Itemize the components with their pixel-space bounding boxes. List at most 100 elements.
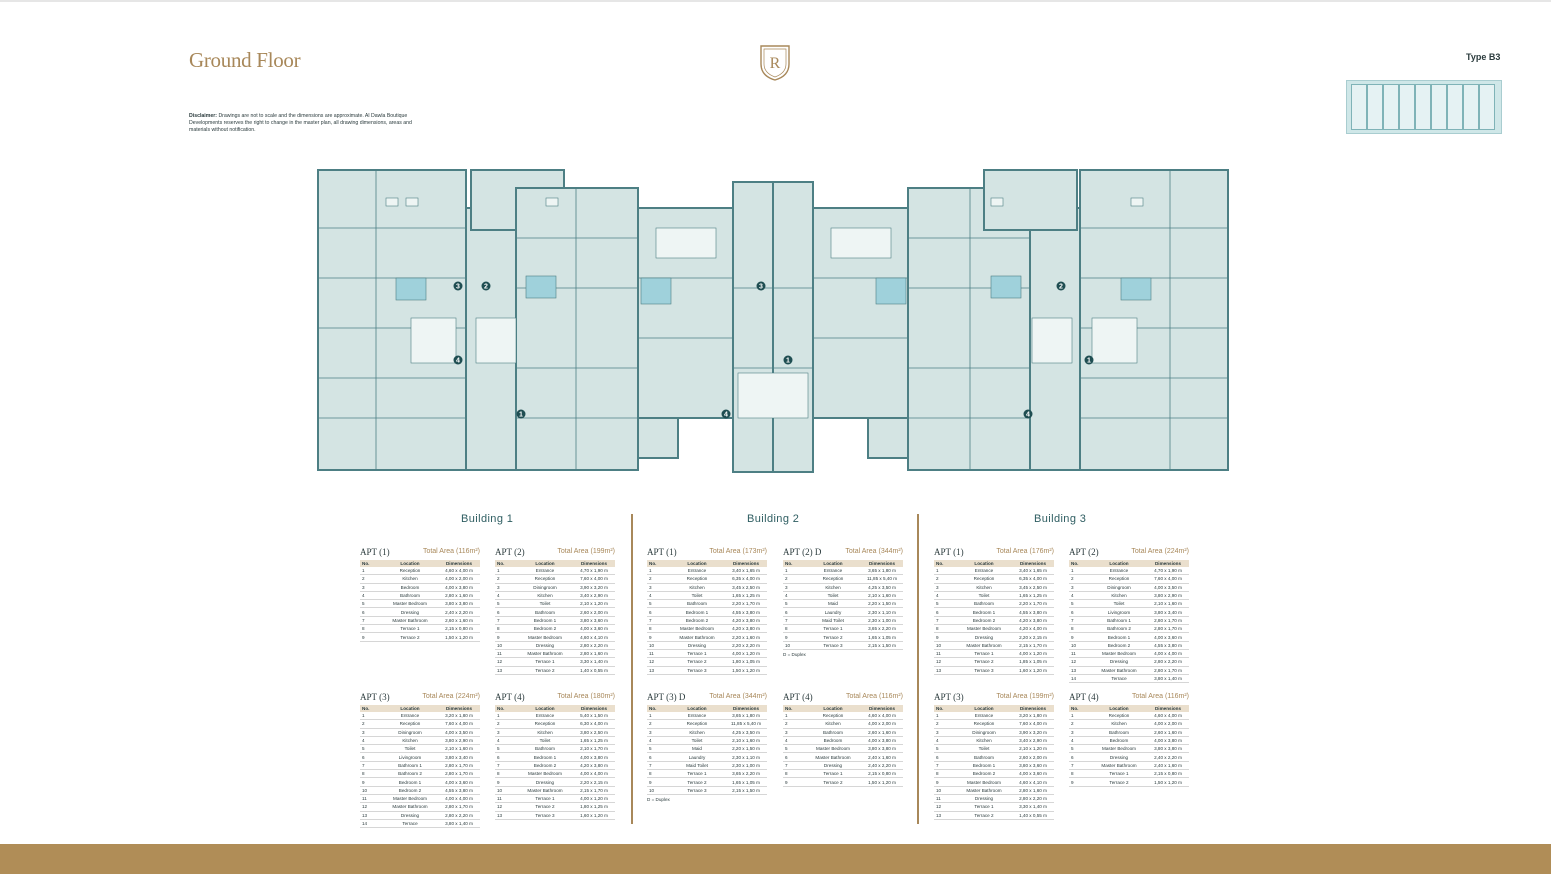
plan-marker-label: 4 <box>1026 412 1030 419</box>
room-location: Reception <box>805 574 861 584</box>
room-location: Bathroom 1 <box>1091 616 1147 626</box>
room-location: Terrace 2 <box>382 632 438 642</box>
room-location: Reception <box>382 567 438 576</box>
room-dimensions: 4,00 x 2,00 m <box>861 719 903 729</box>
room-dimensions: 3,80 x 2,90 m <box>1147 591 1189 601</box>
room-dimensions: 3,80 x 3,80 m <box>438 599 480 609</box>
room-dimensions: 4,20 x 4,00 m <box>1012 624 1054 634</box>
room-number: 9 <box>360 632 382 642</box>
room-dimensions: 2,20 x 1,50 m <box>861 599 903 609</box>
room-dimensions: 4,00 x 3,80 m <box>573 752 615 762</box>
column-header-location: Location <box>669 560 725 567</box>
room-number: 5 <box>495 599 517 609</box>
room-number: 12 <box>1069 657 1091 667</box>
room-location: Diningroom <box>382 728 438 737</box>
room-number: 10 <box>783 641 805 650</box>
room-number: 9 <box>1069 777 1091 787</box>
column-header-location: Location <box>669 705 725 712</box>
room-dimensions: 1,50 x 1,20 m <box>1147 777 1189 787</box>
room-location: Kitchen <box>1091 719 1147 729</box>
room-location: Master Bathroom <box>669 632 725 642</box>
room-dimensions: 1,80 x 1,25 m <box>573 802 615 812</box>
room-number: 3 <box>934 728 956 737</box>
room-number: 1 <box>495 712 517 721</box>
room-dimensions: 2,40 x 1,60 m <box>1147 761 1189 771</box>
room-number: 8 <box>647 769 669 779</box>
room-dimensions: 4,20 x 3,80 m <box>573 761 615 771</box>
apartment-header: APT (1)Total Area (173m²) <box>647 547 767 559</box>
room-number: 13 <box>647 666 669 675</box>
room-dimensions: 4,00 x 3,80 m <box>861 736 903 746</box>
column-header-dimensions: Dimensions <box>438 560 480 567</box>
room-location: Reception <box>805 712 861 721</box>
room-location: Terrace <box>382 819 438 829</box>
room-location: Diningroom <box>1091 583 1147 592</box>
room-number: 13 <box>1069 666 1091 675</box>
room-number: 7 <box>934 761 956 771</box>
room-location: Dressing <box>1091 657 1147 667</box>
room-number: 2 <box>647 719 669 729</box>
room-number: 2 <box>1069 719 1091 729</box>
plan-marker-2 <box>481 281 491 291</box>
room-number: 2 <box>934 574 956 584</box>
room-dimensions: 3,30 x 1,40 m <box>1012 802 1054 812</box>
column-header-dimensions: Dimensions <box>861 560 903 567</box>
room-location: Kitchen <box>669 583 725 592</box>
apartment-name: APT (2) <box>1069 547 1099 557</box>
room-number: 2 <box>1069 574 1091 584</box>
room-location: Master Bathroom <box>1091 761 1147 771</box>
room-dimensions: 7,60 x 4,00 m <box>1147 574 1189 584</box>
room-dimensions: 3,80 x 1,40 m <box>1147 674 1189 684</box>
room-number: 10 <box>647 786 669 795</box>
room-dimensions: 1,65 x 1,05 m <box>725 777 767 787</box>
room-number: 11 <box>495 794 517 804</box>
room-number: 7 <box>647 616 669 626</box>
room-location: Master Bathroom <box>805 752 861 762</box>
room-location: Bedroom 1 <box>1091 632 1147 642</box>
room-number: 4 <box>783 736 805 746</box>
room-dimensions: 3,40 x 1,65 m <box>1012 567 1054 576</box>
room-location: Toilet <box>956 744 1012 754</box>
room-dimensions: 2,10 x 1,60 m <box>438 744 480 754</box>
room-dimensions: 4,00 x 4,00 m <box>573 769 615 779</box>
room-dimensions: 2,40 x 1,60 m <box>861 752 903 762</box>
room-dimensions: 1,40 x 0,55 m <box>573 666 615 675</box>
page-title: Ground Floor <box>189 48 301 72</box>
room-location: Reception <box>517 719 573 729</box>
room-dimensions: 4,00 x 3,80 m <box>438 583 480 592</box>
room-dimensions: 2,80 x 2,20 m <box>1012 794 1054 804</box>
room-number: 2 <box>495 719 517 729</box>
room-location: Terrace 1 <box>956 649 1012 659</box>
room-dimensions: 2,15 x 0,80 m <box>861 769 903 779</box>
room-location: Terrace 2 <box>669 657 725 667</box>
column-header-no: No. <box>1069 560 1091 567</box>
room-location: Bathroom <box>517 607 573 617</box>
room-location: Livingroom <box>382 752 438 762</box>
